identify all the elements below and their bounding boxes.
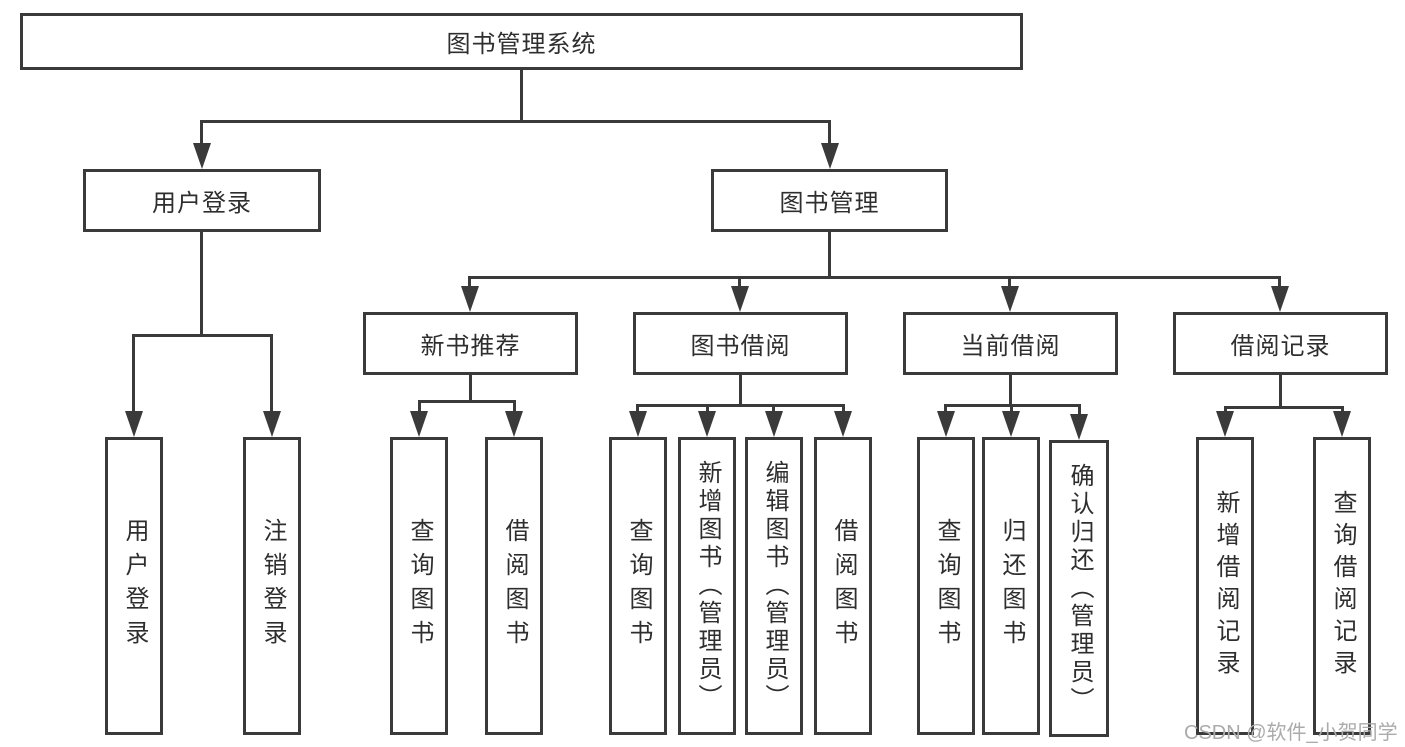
arrow-down-icon [193, 143, 211, 169]
leaf-query-books-2: 查询图书 [609, 437, 667, 735]
connector-bookmgmt-hline [468, 276, 1281, 279]
node-root: 图书管理系统 [20, 13, 1023, 70]
connector-bookmgmt-vline [828, 232, 831, 277]
connector-root-hline [200, 120, 831, 123]
arrow-down-icon [731, 286, 749, 312]
leaf-query-books-3: 查询图书 [917, 437, 975, 735]
arrow-down-icon [1216, 411, 1234, 437]
connector-root-vline [520, 70, 523, 121]
connector-borrow-stem-1 [636, 404, 639, 413]
leaf-return-book: 归还图书 [982, 437, 1040, 735]
arrow-down-icon [505, 411, 523, 437]
arrow-down-icon [1271, 286, 1289, 312]
arrow-down-icon [698, 411, 716, 437]
node-book-management: 图书管理 [711, 169, 948, 232]
connector-userlogin-hline [132, 334, 273, 337]
arrow-down-icon [821, 143, 839, 169]
connector-bookmgmt-stem-3 [1008, 276, 1011, 288]
arrow-down-icon [461, 286, 479, 312]
arrow-down-icon [1002, 411, 1020, 437]
connector-recommend-stem-2 [513, 400, 516, 413]
connector-records-stem-2 [1341, 406, 1344, 413]
leaf-query-books-3-label: 查询图书 [933, 518, 960, 654]
connector-bookmgmt-stem-4 [1278, 276, 1281, 288]
leaf-query-books-1: 查询图书 [390, 437, 448, 735]
node-borrow-records-label: 借阅记录 [1230, 333, 1331, 360]
arrow-down-icon [629, 411, 647, 437]
leaf-query-borrow-record: 查询借阅记录 [1313, 437, 1371, 735]
connector-borrow-hline [636, 404, 844, 407]
arrow-down-icon [1070, 414, 1088, 440]
connector-borrow-stem-4 [842, 404, 845, 413]
leaf-query-books-1-label: 查询图书 [406, 518, 433, 654]
node-book-management-label: 图书管理 [779, 190, 880, 217]
leaf-borrow-books-1: 借阅图书 [485, 437, 543, 735]
leaf-query-borrow-record-label: 查询借阅记录 [1329, 490, 1356, 682]
node-borrow-records: 借阅记录 [1173, 312, 1388, 375]
arrow-down-icon [1001, 286, 1019, 312]
connector-userlogin-stem-1 [132, 334, 135, 413]
connector-root-stem-left [200, 120, 203, 147]
leaf-add-book-admin: 新增图书（管理员） [678, 437, 736, 735]
leaf-logout: 注销登录 [243, 437, 301, 735]
node-user-login: 用户登录 [83, 169, 321, 232]
node-current-borrow-label: 当前借阅 [960, 333, 1061, 360]
node-book-borrow: 图书借阅 [633, 312, 848, 375]
leaf-user-login: 用户登录 [105, 437, 163, 735]
connector-current-stem-1 [944, 404, 947, 413]
leaf-add-book-admin-label: 新增图书（管理员） [694, 460, 721, 712]
connector-borrow-vline [739, 375, 742, 405]
leaf-confirm-return-admin-label: 确认归还（管理员） [1066, 462, 1093, 715]
connector-recommend-vline [469, 375, 472, 401]
leaf-query-books-2-label: 查询图书 [625, 518, 652, 654]
connector-records-vline [1279, 375, 1282, 407]
leaf-borrow-books-2-label: 借阅图书 [830, 518, 857, 654]
arrow-down-icon [125, 411, 143, 437]
leaf-logout-label: 注销登录 [259, 518, 286, 654]
leaf-borrow-books-2: 借阅图书 [814, 437, 872, 735]
leaf-edit-book-admin: 编辑图书（管理员） [745, 437, 803, 735]
connector-userlogin-stem-2 [270, 334, 273, 413]
leaf-add-borrow-record-label: 新增借阅记录 [1212, 490, 1239, 682]
leaf-edit-book-admin-label: 编辑图书（管理员） [761, 460, 788, 712]
connector-bookmgmt-stem-1 [468, 276, 471, 288]
connector-recommend-stem-1 [418, 400, 421, 413]
connector-current-stem-3 [1078, 404, 1081, 416]
connector-root-stem-right [828, 120, 831, 147]
node-root-label: 图书管理系统 [446, 31, 597, 58]
watermark: CSDN @软件_小贺同学 [1184, 722, 1398, 744]
leaf-user-login-label: 用户登录 [121, 518, 148, 654]
node-current-borrow: 当前借阅 [903, 312, 1118, 375]
connector-userlogin-vline [200, 232, 203, 335]
connector-current-stem-2 [1010, 404, 1013, 413]
arrow-down-icon [834, 411, 852, 437]
arrow-down-icon [263, 411, 281, 437]
node-new-book-recommend: 新书推荐 [363, 312, 578, 375]
connector-borrow-stem-3 [772, 404, 775, 413]
arrow-down-icon [410, 411, 428, 437]
leaf-return-book-label: 归还图书 [998, 518, 1025, 654]
connector-borrow-stem-2 [706, 404, 709, 413]
arrow-down-icon [765, 411, 783, 437]
leaf-confirm-return-admin: 确认归还（管理员） [1049, 440, 1109, 737]
connector-recommend-hline [418, 400, 516, 403]
node-user-login-label: 用户登录 [152, 190, 252, 217]
node-book-borrow-label: 图书借阅 [690, 333, 791, 360]
connector-records-stem-1 [1224, 406, 1227, 413]
arrow-down-icon [937, 411, 955, 437]
connector-records-hline [1224, 406, 1344, 409]
node-new-book-recommend-label: 新书推荐 [420, 333, 521, 360]
arrow-down-icon [1333, 411, 1351, 437]
connector-bookmgmt-stem-2 [738, 276, 741, 288]
leaf-add-borrow-record: 新增借阅记录 [1196, 437, 1254, 735]
connector-current-vline [1009, 375, 1012, 405]
leaf-borrow-books-1-label: 借阅图书 [501, 518, 528, 654]
